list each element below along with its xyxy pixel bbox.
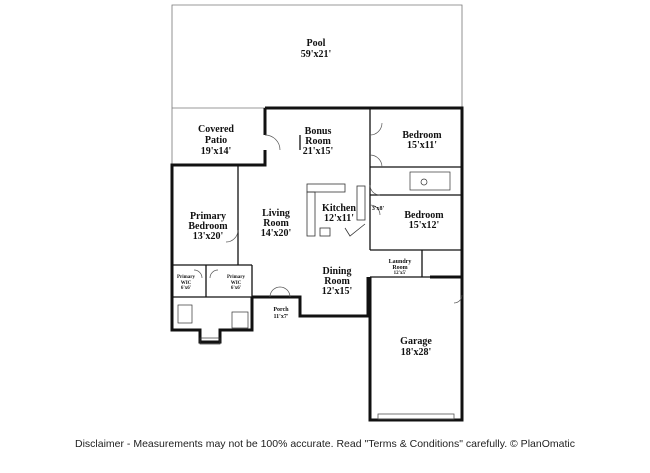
wic-left-size: 6'x6': [181, 286, 192, 291]
wic-right-size: 6'x6': [231, 286, 242, 291]
living-room-line1: Living: [262, 208, 290, 219]
door-swings: [193, 122, 463, 304]
garage-name: Garage: [400, 336, 432, 347]
kitchen-size: 12'x11': [324, 213, 354, 224]
garage-door: [377, 413, 455, 420]
living-room-line2: Room: [263, 218, 289, 229]
pool-size: 59'x21': [301, 49, 332, 60]
covered-patio-line1: Covered: [198, 124, 234, 135]
laundry-line2: Room: [392, 265, 407, 271]
primary-bedroom-size: 13'x20': [193, 231, 224, 242]
wic-left-line1: Primary: [177, 275, 196, 280]
laundry-size: 12'x5': [394, 271, 407, 276]
closet-size: 3'x8': [372, 206, 385, 212]
bedroom-mid-size: 15'x12': [409, 220, 440, 231]
pool-area: [171, 4, 463, 108]
bedroom-mid-name: Bedroom: [404, 210, 444, 221]
kitchen-name: Kitchen: [322, 203, 356, 214]
garage-size: 18'x28': [401, 347, 432, 358]
porch-size: 11'x7': [273, 314, 288, 320]
dining-room-line2: Room: [324, 276, 350, 287]
room-labels: Pool 59'x21' Covered Patio 19'x14' Bonus…: [177, 38, 444, 358]
porch-name: Porch: [273, 307, 289, 313]
wic-right-line1: Primary: [227, 275, 246, 280]
wic-right-line2: WIC: [231, 281, 242, 286]
bonus-room-size: 21'x15': [303, 146, 334, 157]
living-room-size: 14'x20': [261, 228, 292, 239]
pool-name: Pool: [307, 38, 326, 49]
bonus-room-line2: Room: [305, 136, 331, 147]
primary-bedroom-line2: Bedroom: [188, 221, 228, 232]
dining-room-size: 12'x15': [322, 286, 353, 297]
bath-fixtures: [177, 171, 451, 345]
covered-patio-size: 19'x14': [201, 146, 232, 157]
laundry-line1: Laundry: [389, 259, 412, 265]
primary-bedroom-line1: Primary: [190, 211, 226, 222]
bedroom-top-name: Bedroom: [402, 130, 442, 141]
bedroom-top-size: 15'x11': [407, 140, 437, 151]
interior-walls: [172, 108, 462, 298]
dining-room-line1: Dining: [323, 266, 352, 277]
wic-left-line2: WIC: [181, 281, 192, 286]
disclaimer-text: Disclaimer - Measurements may not be 100…: [75, 438, 575, 450]
covered-patio-line2: Patio: [205, 135, 227, 146]
bonus-room-line1: Bonus: [305, 126, 332, 137]
kitchen-counters: [306, 183, 366, 237]
